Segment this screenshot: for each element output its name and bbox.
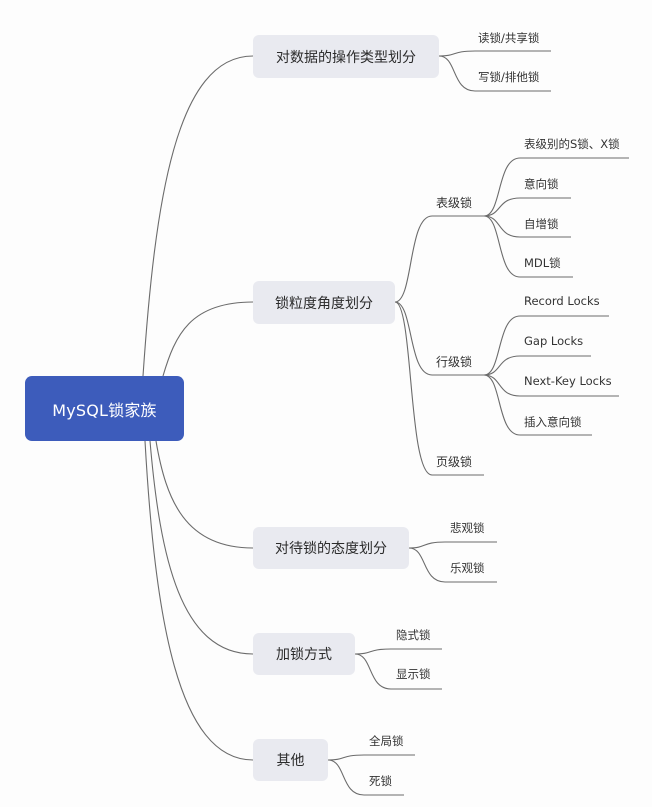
link-mdl <box>483 215 573 278</box>
topic-label: 其他 <box>276 753 305 769</box>
link-page-lock <box>394 301 484 476</box>
link-optimistic <box>408 547 497 583</box>
topic-label: 锁粒度角度划分 <box>275 295 373 312</box>
root-link-topic-2 <box>155 440 254 549</box>
leaf-next-key-locks[interactable]: Next-Key Locks <box>524 374 612 388</box>
leaf-explicit-lock[interactable]: 显示锁 <box>396 667 431 681</box>
subtopic-row-lock[interactable]: 行级锁 <box>436 355 473 369</box>
topic-attitude[interactable]: 对待锁的态度划分 <box>253 527 409 569</box>
root-link-topic-3 <box>149 440 254 655</box>
leaf-mdl-lock[interactable]: MDL锁 <box>524 256 561 270</box>
link-read-lock <box>438 50 551 57</box>
topic-granularity[interactable]: 锁粒度角度划分 <box>253 281 395 324</box>
leaf-read-lock[interactable]: 读锁/共享锁 <box>478 31 540 45</box>
topic-operation-type[interactable]: 对数据的操作类型划分 <box>253 35 439 78</box>
link-table-lock <box>394 215 484 303</box>
root-node[interactable]: MySQL锁家族 <box>25 376 184 441</box>
leaf-record-locks[interactable]: Record Locks <box>524 294 600 308</box>
leaf-gap-locks[interactable]: Gap Locks <box>524 334 584 348</box>
topic-lock-method[interactable]: 加锁方式 <box>253 633 355 675</box>
leaf-intention-lock[interactable]: 意向锁 <box>524 177 559 191</box>
leaf-insert-intention-lock[interactable]: 插入意向锁 <box>524 415 582 429</box>
link-intention <box>483 197 571 217</box>
leaf-auto-inc-lock[interactable]: 自增锁 <box>524 217 559 231</box>
link-write-lock <box>438 55 551 92</box>
root-label: MySQL锁家族 <box>52 400 157 420</box>
link-implicit <box>354 648 442 655</box>
leaf-pessimistic-lock[interactable]: 悲观锁 <box>450 521 485 535</box>
subtopic-table-lock[interactable]: 表级锁 <box>436 196 473 210</box>
root-link-topic-1 <box>162 301 254 377</box>
link-next-key <box>483 374 619 397</box>
topic-label: 加锁方式 <box>276 647 332 663</box>
topic-label: 对待锁的态度划分 <box>275 541 387 557</box>
leaf-table-s-x-lock[interactable]: 表级别的S锁、X锁 <box>524 137 620 151</box>
topic-label: 对数据的操作类型划分 <box>276 49 416 66</box>
leaf-global-lock[interactable]: 全局锁 <box>369 734 404 748</box>
leaf-implicit-lock[interactable]: 隐式锁 <box>396 628 431 642</box>
root-link-topic-4 <box>144 440 254 761</box>
link-explicit <box>354 653 442 690</box>
link-insert-intention <box>483 374 592 436</box>
link-global <box>327 754 415 761</box>
link-table-s-x <box>483 157 629 217</box>
link-deadlock <box>327 759 404 796</box>
subtopic-page-lock[interactable]: 页级锁 <box>436 455 473 469</box>
link-record <box>483 315 609 376</box>
link-pessimistic <box>408 541 497 549</box>
root-link-topic-0 <box>142 55 254 377</box>
link-gap <box>483 355 591 376</box>
link-auto-inc <box>483 215 571 238</box>
topic-other[interactable]: 其他 <box>253 739 328 781</box>
leaf-deadlock[interactable]: 死锁 <box>369 774 392 788</box>
link-row-lock <box>394 301 484 376</box>
leaf-write-lock[interactable]: 写锁/排他锁 <box>478 70 540 84</box>
leaf-optimistic-lock[interactable]: 乐观锁 <box>450 561 485 575</box>
